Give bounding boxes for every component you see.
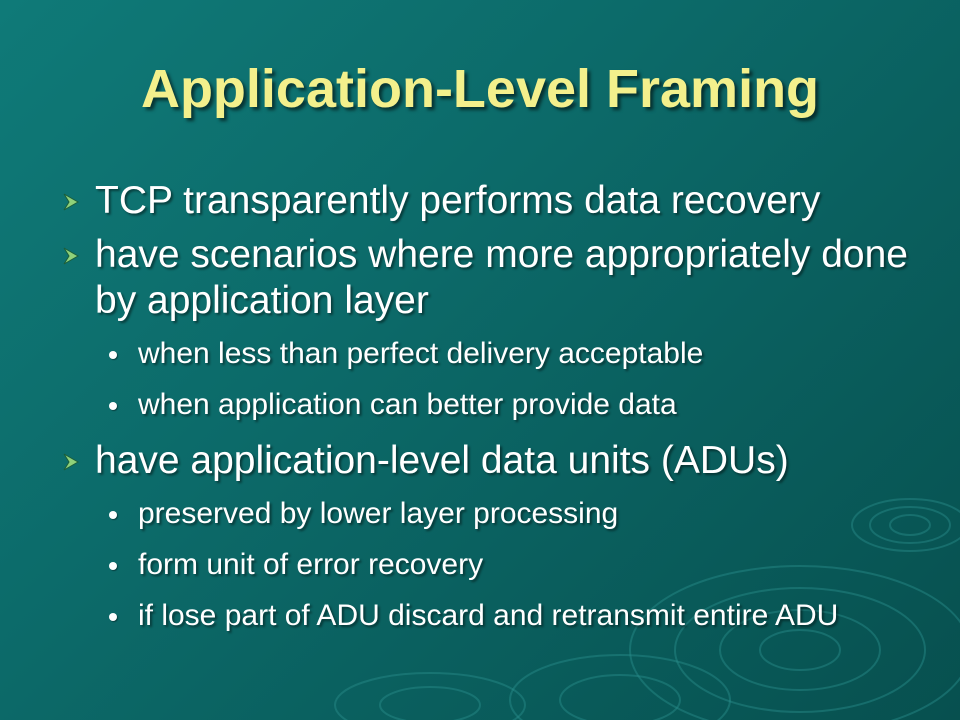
arrow-bullet-icon <box>63 247 80 265</box>
sub-bullet-item: when less than perfect delivery acceptab… <box>60 336 930 372</box>
dot-bullet-icon <box>109 511 117 519</box>
bullet-list: TCP transparently performs data recovery… <box>60 178 930 649</box>
bullet-item: have scenarios where more appropriately … <box>60 232 930 324</box>
sub-bullet-text: preserved by lower layer processing <box>138 497 619 530</box>
sub-bullet-text: if lose part of ADU discard and retransm… <box>138 599 839 632</box>
sub-bullet-item: form unit of error recovery <box>60 547 930 583</box>
arrow-bullet-icon <box>63 453 80 471</box>
bullet-item: TCP transparently performs data recovery <box>60 178 930 224</box>
dot-bullet-icon <box>109 562 117 570</box>
arrow-bullet-icon <box>63 193 80 211</box>
slide-title: Application-Level Framing <box>140 59 820 119</box>
bullet-item: have application-level data units (ADUs) <box>60 438 930 484</box>
sub-bullet-text: when application can better provide data <box>138 388 677 421</box>
bullet-text: TCP transparently performs data recovery <box>95 179 821 222</box>
dot-bullet-icon <box>109 613 117 621</box>
bullet-text: have scenarios where more appropriately … <box>95 233 908 322</box>
sub-bullet-text: when less than perfect delivery acceptab… <box>138 337 704 370</box>
dot-bullet-icon <box>109 402 117 410</box>
bullet-text: have application-level data units (ADUs) <box>95 439 789 482</box>
sub-bullet-item: preserved by lower layer processing <box>60 496 930 532</box>
sub-bullet-item: if lose part of ADU discard and retransm… <box>60 598 930 634</box>
dot-bullet-icon <box>109 351 117 359</box>
sub-bullet-item: when application can better provide data <box>60 387 930 423</box>
sub-bullet-text: form unit of error recovery <box>138 548 484 581</box>
